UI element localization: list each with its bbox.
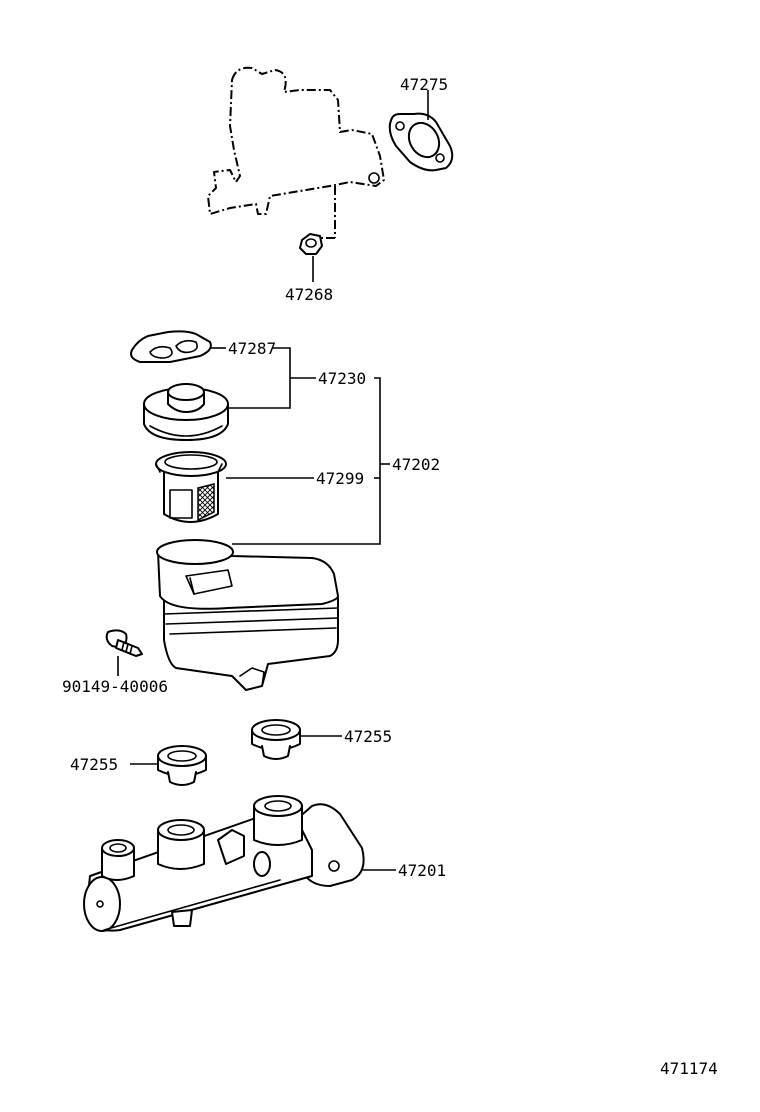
grommet-upper-47255[interactable] [251,719,301,760]
callout-47202[interactable]: 47202 [392,455,440,474]
callout-47255-lower[interactable]: 47255 [70,755,118,774]
callout-47268[interactable]: 47268 [285,285,333,304]
callout-47230[interactable]: 47230 [318,369,366,388]
reservoir-tank[interactable] [156,539,339,691]
brake-booster-outline [207,66,385,239]
callout-47299[interactable]: 47299 [316,469,364,488]
callout-47201[interactable]: 47201 [398,861,446,880]
callout-47287[interactable]: 47287 [228,339,276,358]
callout-47255-upper[interactable]: 47255 [344,727,392,746]
strainer-47299[interactable] [155,451,227,523]
reservoir-cap-47230[interactable] [143,383,229,441]
callout-90149[interactable]: 90149-40006 [62,677,168,696]
grommet-lower-47255[interactable] [157,745,207,786]
callout-47275[interactable]: 47275 [400,75,448,94]
screw-90149-40006[interactable] [105,629,143,657]
booster-gasket-47275[interactable] [388,112,454,172]
master-cylinder-47201[interactable] [83,795,365,932]
nut-47268[interactable] [299,233,323,255]
cap-gasket-47287[interactable] [130,330,212,363]
figure-number: 471174 [660,1059,718,1078]
bracket-47202 [232,377,381,545]
